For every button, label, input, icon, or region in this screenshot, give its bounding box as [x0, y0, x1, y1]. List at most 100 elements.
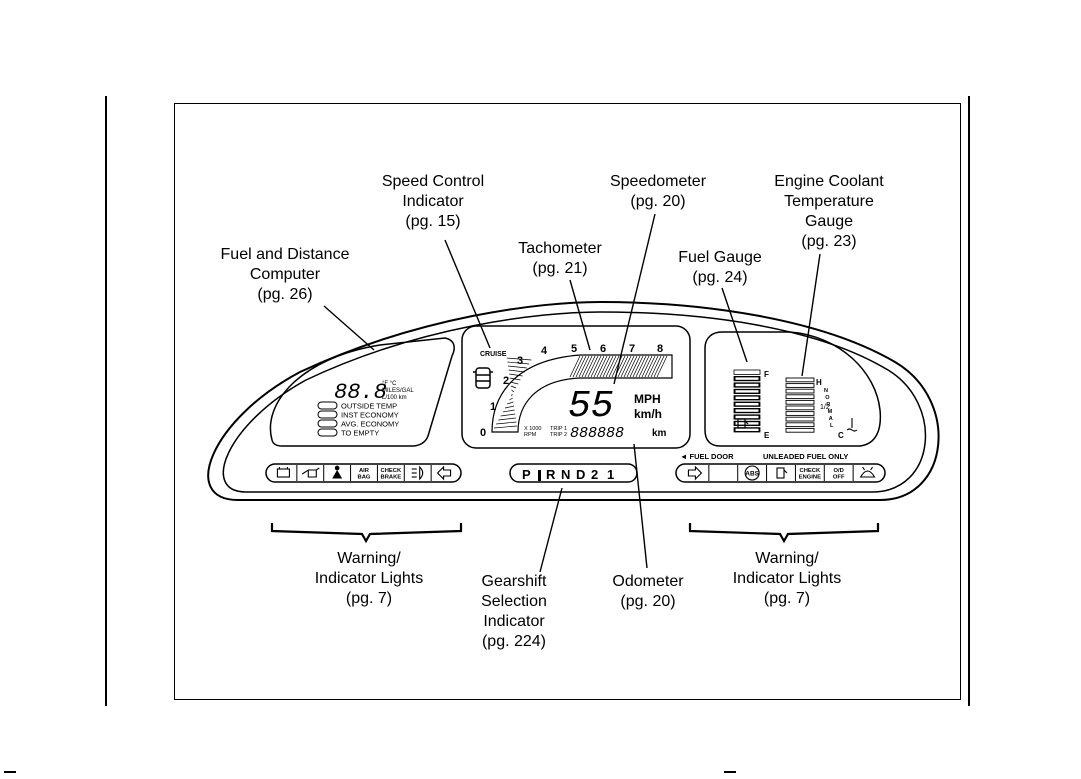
tach-number-7: 7 — [629, 343, 635, 355]
tach-hatch-line — [647, 355, 659, 378]
tach-number-2: 2 — [503, 375, 509, 387]
tach-hatch-line — [644, 355, 656, 378]
to-empty-button[interactable] — [317, 428, 338, 437]
tach-hatch-line — [590, 355, 602, 378]
gear-position-D: D — [576, 467, 585, 482]
gear-position-1: 1 — [607, 467, 614, 482]
temp-bar — [785, 377, 815, 383]
leader-fuel-computer — [323, 305, 375, 351]
tach-number-0: 0 — [480, 427, 486, 439]
tach-hatching — [493, 355, 668, 429]
left-brace — [270, 523, 463, 544]
fuel-door-label: ◄ FUEL DOOR — [680, 452, 734, 461]
cruise-label: CRUISE — [480, 351, 507, 358]
tach-hatch-line — [498, 417, 516, 421]
tach-hatch-line — [578, 355, 590, 378]
fuel-bar-gap — [735, 409, 759, 412]
abs-icon — [744, 465, 760, 481]
temp-bar — [785, 399, 815, 405]
light-label: AIR — [359, 468, 370, 474]
tach-hatch-line — [638, 355, 650, 378]
tach-hatch-line — [507, 401, 514, 405]
inst-economy-button[interactable] — [317, 410, 338, 419]
fuel-gauge-callout: Fuel Gauge(pg. 24) — [678, 249, 762, 286]
tach-hatch-line — [508, 369, 525, 373]
to-empty-label: TO EMPTY — [341, 429, 379, 438]
tach-hatch-line — [510, 385, 517, 389]
tach-hatch-line — [511, 393, 513, 397]
light-label: CHECK — [800, 468, 821, 474]
tach-hatch-line — [511, 389, 515, 393]
light-label: ENGINE — [799, 475, 821, 481]
fuel-bar-gap — [735, 377, 759, 380]
cruise-car-icon — [473, 367, 493, 389]
tach-hatch-line — [617, 355, 629, 378]
fuel-bar-gap — [735, 428, 759, 431]
temp-scale-letter: R — [826, 402, 830, 408]
tach-scale-rpm: RPM — [524, 432, 537, 438]
light-label: OFF — [833, 475, 845, 481]
temp-gauge-bars — [785, 377, 815, 433]
tach-hatch-line — [641, 355, 653, 378]
tach-hatch-line — [632, 355, 644, 378]
tach-hatch-line — [507, 365, 528, 369]
page-rule-right — [968, 96, 970, 706]
tach-hatch-line — [509, 373, 523, 377]
gear-position-2: 2 — [591, 467, 598, 482]
temp-scale-letter: O — [825, 395, 830, 401]
computer-buttons: OUTSIDE TEMP INST ECONOMY AVG. ECONOMY T… — [317, 401, 399, 438]
leader-gearshift — [539, 487, 563, 573]
speed-unit-kmh: km/h — [634, 407, 662, 421]
tach-hatch-line — [629, 355, 641, 378]
gear-position-N: N — [561, 467, 570, 482]
trip1-label: TRIP 1 — [550, 426, 567, 432]
speed-unit-mph: MPH — [634, 392, 661, 406]
tach-scale-multiplier: X 1000 — [524, 426, 541, 432]
outside-temp-label: OUTSIDE TEMP — [341, 402, 397, 411]
computer-readout: 88.8 — [334, 380, 387, 405]
unleaded-label: UNLEADED FUEL ONLY — [763, 452, 848, 461]
temp-cold-label: C — [838, 431, 844, 440]
tach-hatch-line — [593, 355, 605, 378]
fuel-bar-gap — [735, 415, 759, 419]
tach-hatch-line — [635, 355, 647, 378]
fuel-bar-gap — [735, 390, 759, 393]
footer-mark-right — [724, 771, 736, 773]
avg-economy-button[interactable] — [317, 419, 338, 428]
tach-hatch-line — [602, 355, 614, 378]
warning-left-callout: Warning/Indicator Lights(pg. 7) — [314, 550, 424, 607]
left-arrow-icon — [436, 465, 452, 481]
temp-bar — [785, 383, 815, 388]
temp-scale-letter: L — [830, 423, 834, 429]
odometer-readout: 888888 — [570, 425, 624, 442]
tach-hatch-line — [587, 355, 599, 378]
footer-mark-left — [4, 771, 16, 773]
oil-can-icon — [301, 467, 320, 478]
left-warning-strip — [265, 463, 462, 483]
right-arrow-icon — [687, 465, 703, 481]
headlamp-icon — [411, 465, 424, 481]
temp-scale-letter: N — [824, 388, 828, 394]
battery-icon — [276, 467, 290, 478]
tach-number-4: 4 — [541, 345, 548, 357]
abs-label: ABS — [745, 471, 759, 478]
tach-number-1: 1 — [490, 401, 496, 413]
temp-bar — [785, 411, 815, 416]
outside-temp-button[interactable] — [317, 401, 338, 410]
leader-coolant — [801, 253, 821, 377]
speed-readout: 55 — [568, 385, 614, 428]
tach-hatch-line — [569, 355, 581, 378]
temp-hot-label: H — [816, 378, 822, 387]
page-rule-left — [105, 96, 107, 706]
tach-hatch-line — [626, 355, 638, 378]
fuel-full-label: F — [764, 370, 769, 379]
leader-speedometer — [613, 213, 656, 385]
right-warning-strip — [675, 463, 886, 483]
